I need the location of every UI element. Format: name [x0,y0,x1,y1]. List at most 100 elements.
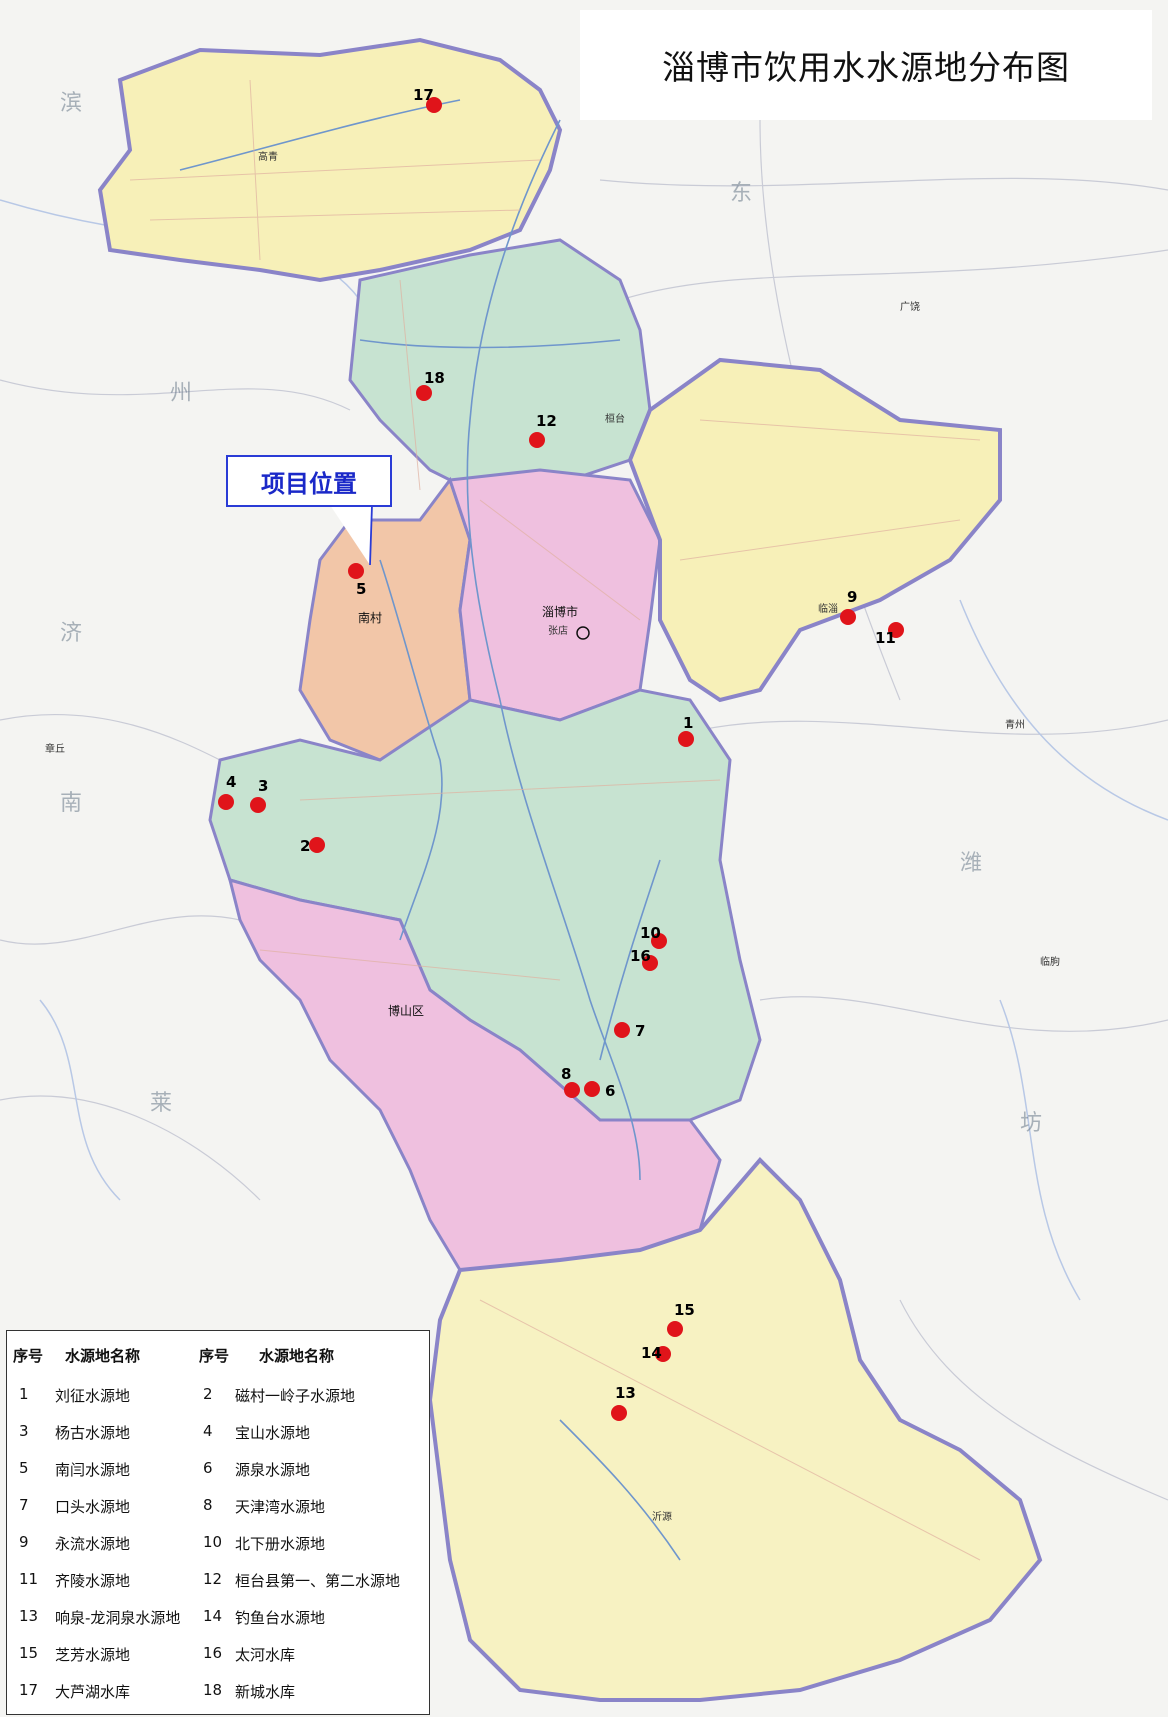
legend-header-name-2: 水源地名称 [259,1347,335,1365]
legend-no-1: 15 [19,1644,39,1662]
bg-label-8: 东 [730,181,752,206]
label-zibo: 淄博市 [542,604,578,619]
water-source-marker-12[interactable] [529,432,545,448]
water-source-marker-label-15: 15 [674,1301,695,1319]
water-source-marker-11[interactable] [888,622,904,638]
water-source-marker-label-3: 3 [258,777,268,795]
water-source-marker-17[interactable] [426,97,442,113]
water-source-marker-2[interactable] [309,837,325,853]
water-source-marker-1[interactable] [678,731,694,747]
bg-label-3: 济 [60,621,82,646]
water-source-marker-13[interactable] [611,1405,627,1421]
label-linqu: 临朐 [1040,955,1060,968]
legend-no-1: 3 [19,1422,29,1440]
water-source-marker-label-17: 17 [413,86,434,104]
bg-label-1: 滨 [60,91,82,116]
legend-name-2: 新城水库 [235,1683,296,1701]
legend-no-2: 10 [203,1533,223,1551]
water-source-marker-8[interactable] [564,1082,580,1098]
inner-rivers [179,99,681,1561]
bg-label-7: 坊 [1020,1111,1042,1136]
region-north[interactable] [97,37,563,283]
water-source-marker-label-16: 16 [630,947,651,965]
legend-no-1: 17 [19,1681,39,1699]
region-huantai[interactable] [348,238,652,492]
legend-no-1: 7 [19,1496,29,1514]
legend-header: 序号 水源地名称 序号 水源地名称 [7,1345,429,1367]
legend-name-2: 太河水库 [235,1646,296,1664]
legend-no-2: 12 [203,1570,223,1588]
label-zhangqiu: 章丘 [45,742,65,755]
legend-no-1: 11 [19,1570,39,1588]
bg-label-6: 潍 [960,851,982,876]
water-source-marker-label-13: 13 [615,1384,636,1402]
legend-row: 7 口头水源地 8 天津湾水源地 [7,1496,429,1518]
legend-name-2: 磁村一岭子水源地 [235,1387,356,1405]
label-gaoqing: 高青 [258,150,278,163]
legend-name-1: 芝芳水源地 [55,1646,131,1664]
legend-no-2: 2 [203,1385,213,1403]
label-zhangdian: 张店 [548,624,568,637]
label-nancun: 南村 [358,610,382,625]
label-huantai: 桓台 [605,412,625,425]
water-source-marker-label-5: 5 [356,580,366,598]
legend-no-1: 9 [19,1533,29,1551]
water-source-marker-14[interactable] [655,1346,671,1362]
region-linzi[interactable] [627,357,1002,703]
legend-name-1: 永流水源地 [55,1535,131,1553]
legend-name-2: 源泉水源地 [235,1461,311,1479]
water-source-marker-10[interactable] [651,933,667,949]
water-source-marker-7[interactable] [614,1022,630,1038]
water-source-marker-label-4: 4 [226,773,236,791]
water-source-marker-16[interactable] [642,955,658,971]
water-source-marker-3[interactable] [250,797,266,813]
legend-name-1: 齐陵水源地 [55,1572,131,1590]
label-yiyuan: 沂源 [652,1510,672,1523]
legend-no-1: 13 [19,1607,39,1625]
map-title: 淄博市饮用水水源地分布图 [662,48,1070,87]
water-source-marker-label-11: 11 [875,629,896,647]
title-box: 淄博市饮用水水源地分布图 [580,10,1152,120]
legend-header-no-2: 序号 [199,1347,230,1365]
water-source-marker-label-9: 9 [847,588,857,606]
water-source-marker-label-1: 1 [683,714,693,732]
region-yiyuan[interactable] [427,1157,1043,1702]
legend-name-1: 杨古水源地 [55,1424,131,1442]
water-source-marker-5[interactable] [348,563,364,579]
legend-row: 17 大芦湖水库 18 新城水库 [7,1681,429,1703]
legend-no-2: 18 [203,1681,223,1699]
water-source-marker-label-7: 7 [635,1022,645,1040]
water-source-marker-15[interactable] [667,1321,683,1337]
legend-name-2: 宝山水源地 [235,1424,311,1442]
inner-roads [129,79,981,1561]
legend-no-2: 8 [203,1496,213,1514]
water-source-marker-18[interactable] [416,385,432,401]
legend-name-1: 南闫水源地 [55,1461,131,1479]
legend-header-no-1: 序号 [13,1347,44,1365]
project-location-callout: 项目位置 [226,455,392,507]
water-source-marker-label-12: 12 [536,412,557,430]
legend-no-2: 4 [203,1422,213,1440]
water-source-marker-label-2: 2 [300,837,310,855]
water-source-marker-label-10: 10 [640,924,661,942]
region-zhangdian[interactable] [447,468,662,722]
legend-name-1: 口头水源地 [55,1498,131,1516]
bg-label-2: 州 [170,381,192,406]
label-boshan: 博山区 [388,1003,424,1018]
water-source-marker-4[interactable] [218,794,234,810]
callout-label: 项目位置 [261,469,357,498]
legend-row: 3 杨古水源地 4 宝山水源地 [7,1422,429,1444]
water-source-marker-6[interactable] [584,1081,600,1097]
legend-name-1: 响泉-龙洞泉水源地 [55,1609,181,1627]
water-source-marker-9[interactable] [840,609,856,625]
label-qingzhou: 青州 [1005,718,1025,731]
legend-name-1: 大芦湖水库 [55,1683,131,1701]
legend-no-1: 5 [19,1459,29,1477]
legend-name-2: 天津湾水源地 [235,1498,326,1516]
